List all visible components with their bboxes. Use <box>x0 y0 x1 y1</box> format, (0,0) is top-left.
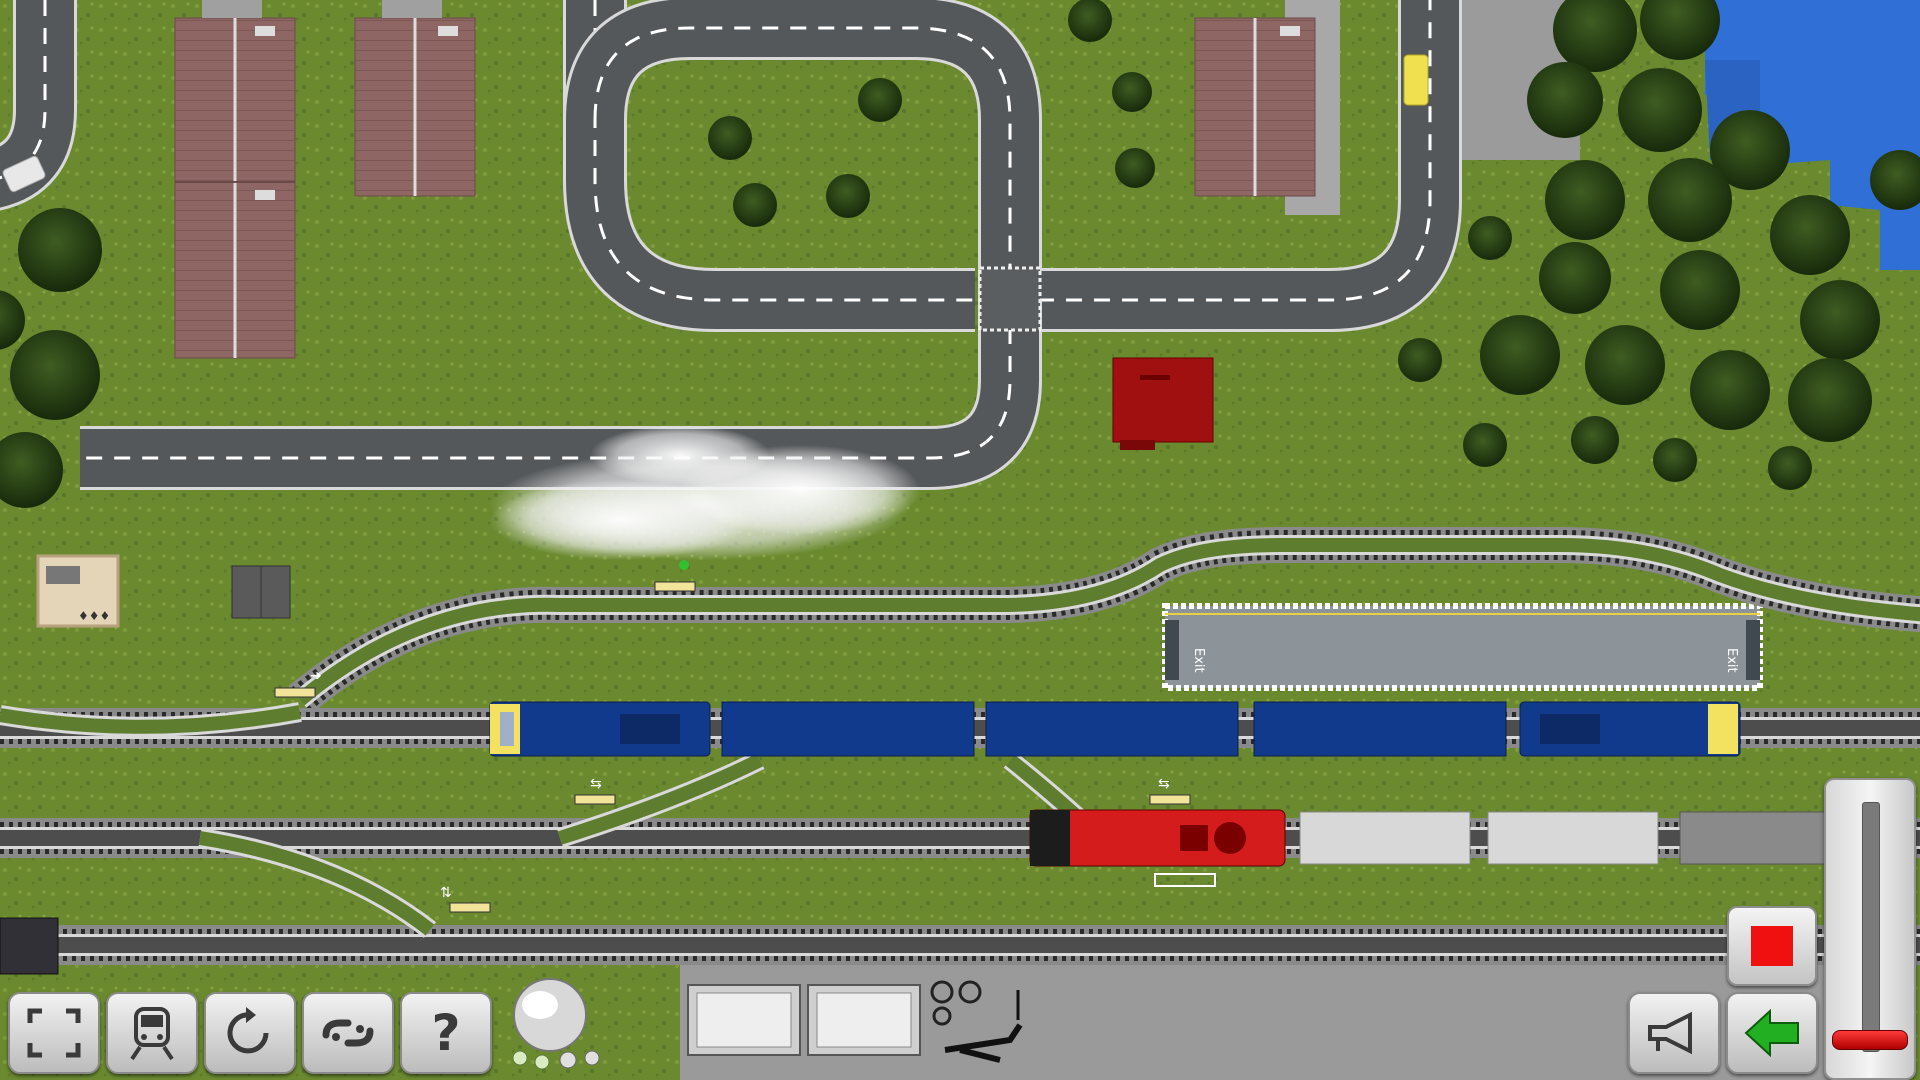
passenger-car <box>721 701 975 757</box>
svg-text:⇆: ⇆ <box>590 776 602 792</box>
throttle-track <box>1862 802 1880 1052</box>
map-dial[interactable] <box>512 978 600 1070</box>
platform-exit-left: Exit <box>1191 648 1206 673</box>
throttle-knob[interactable] <box>1832 1030 1908 1050</box>
fullscreen-button[interactable] <box>8 992 100 1074</box>
train-icon <box>130 1007 174 1061</box>
svg-text:⇅: ⇅ <box>440 885 452 901</box>
platform-exit-right: Exit <box>1724 648 1739 673</box>
horn-icon <box>1648 1011 1692 1055</box>
red-freight-train[interactable] <box>1029 809 1841 887</box>
horn-button[interactable] <box>1628 992 1720 1074</box>
road-crossing <box>978 266 1042 332</box>
switch-lever <box>654 560 696 592</box>
coupling-button[interactable] <box>302 992 394 1074</box>
question-icon: ? <box>431 1004 461 1062</box>
green-arrow-left-icon <box>1744 1008 1799 1058</box>
throttle-slider[interactable] <box>1824 778 1916 1080</box>
wagon-tray[interactable] <box>687 984 921 1056</box>
track-switches[interactable]: ➔ ⇆ ⇆ ⇅ <box>274 560 1191 913</box>
smoke-cloud <box>490 425 920 560</box>
switch-lever: ⇅ <box>440 885 491 913</box>
blue-passenger-train[interactable] <box>489 701 1741 757</box>
reverse-button[interactable] <box>1726 992 1818 1074</box>
fullscreen-icon <box>27 1008 81 1058</box>
passenger-car <box>1253 701 1507 757</box>
rotate-button[interactable] <box>204 992 296 1074</box>
white-car[interactable] <box>2 155 47 193</box>
trees <box>0 0 1920 508</box>
freight-wagon <box>1299 811 1471 865</box>
switch-lever: ➔ <box>274 668 322 698</box>
switch-lever: ⇆ <box>574 776 616 805</box>
station-platform[interactable]: Exit Exit <box>1162 603 1763 691</box>
train-select-button[interactable] <box>106 992 198 1074</box>
freight-wagon <box>1487 811 1659 865</box>
black-wagon[interactable] <box>0 917 59 975</box>
road-network <box>0 0 1462 490</box>
stop-button[interactable] <box>1727 906 1817 986</box>
help-button[interactable]: ? <box>400 992 492 1074</box>
track-piece-tool[interactable] <box>930 980 1023 1063</box>
coupling-icon <box>322 1019 374 1047</box>
red-shed <box>1112 357 1214 443</box>
svg-text:➔: ➔ <box>310 668 322 684</box>
freight-wagon <box>1679 811 1841 865</box>
yellow-car[interactable] <box>1403 54 1429 106</box>
stop-icon <box>1751 926 1793 966</box>
switch-lever: ⇆ <box>1149 776 1191 805</box>
svg-text:⇆: ⇆ <box>1158 776 1170 792</box>
buildings: ♦♦♦ <box>36 0 1316 628</box>
rotate-icon <box>227 1007 269 1054</box>
svg-text:♦♦♦: ♦♦♦ <box>78 609 110 623</box>
passenger-car <box>985 701 1239 757</box>
